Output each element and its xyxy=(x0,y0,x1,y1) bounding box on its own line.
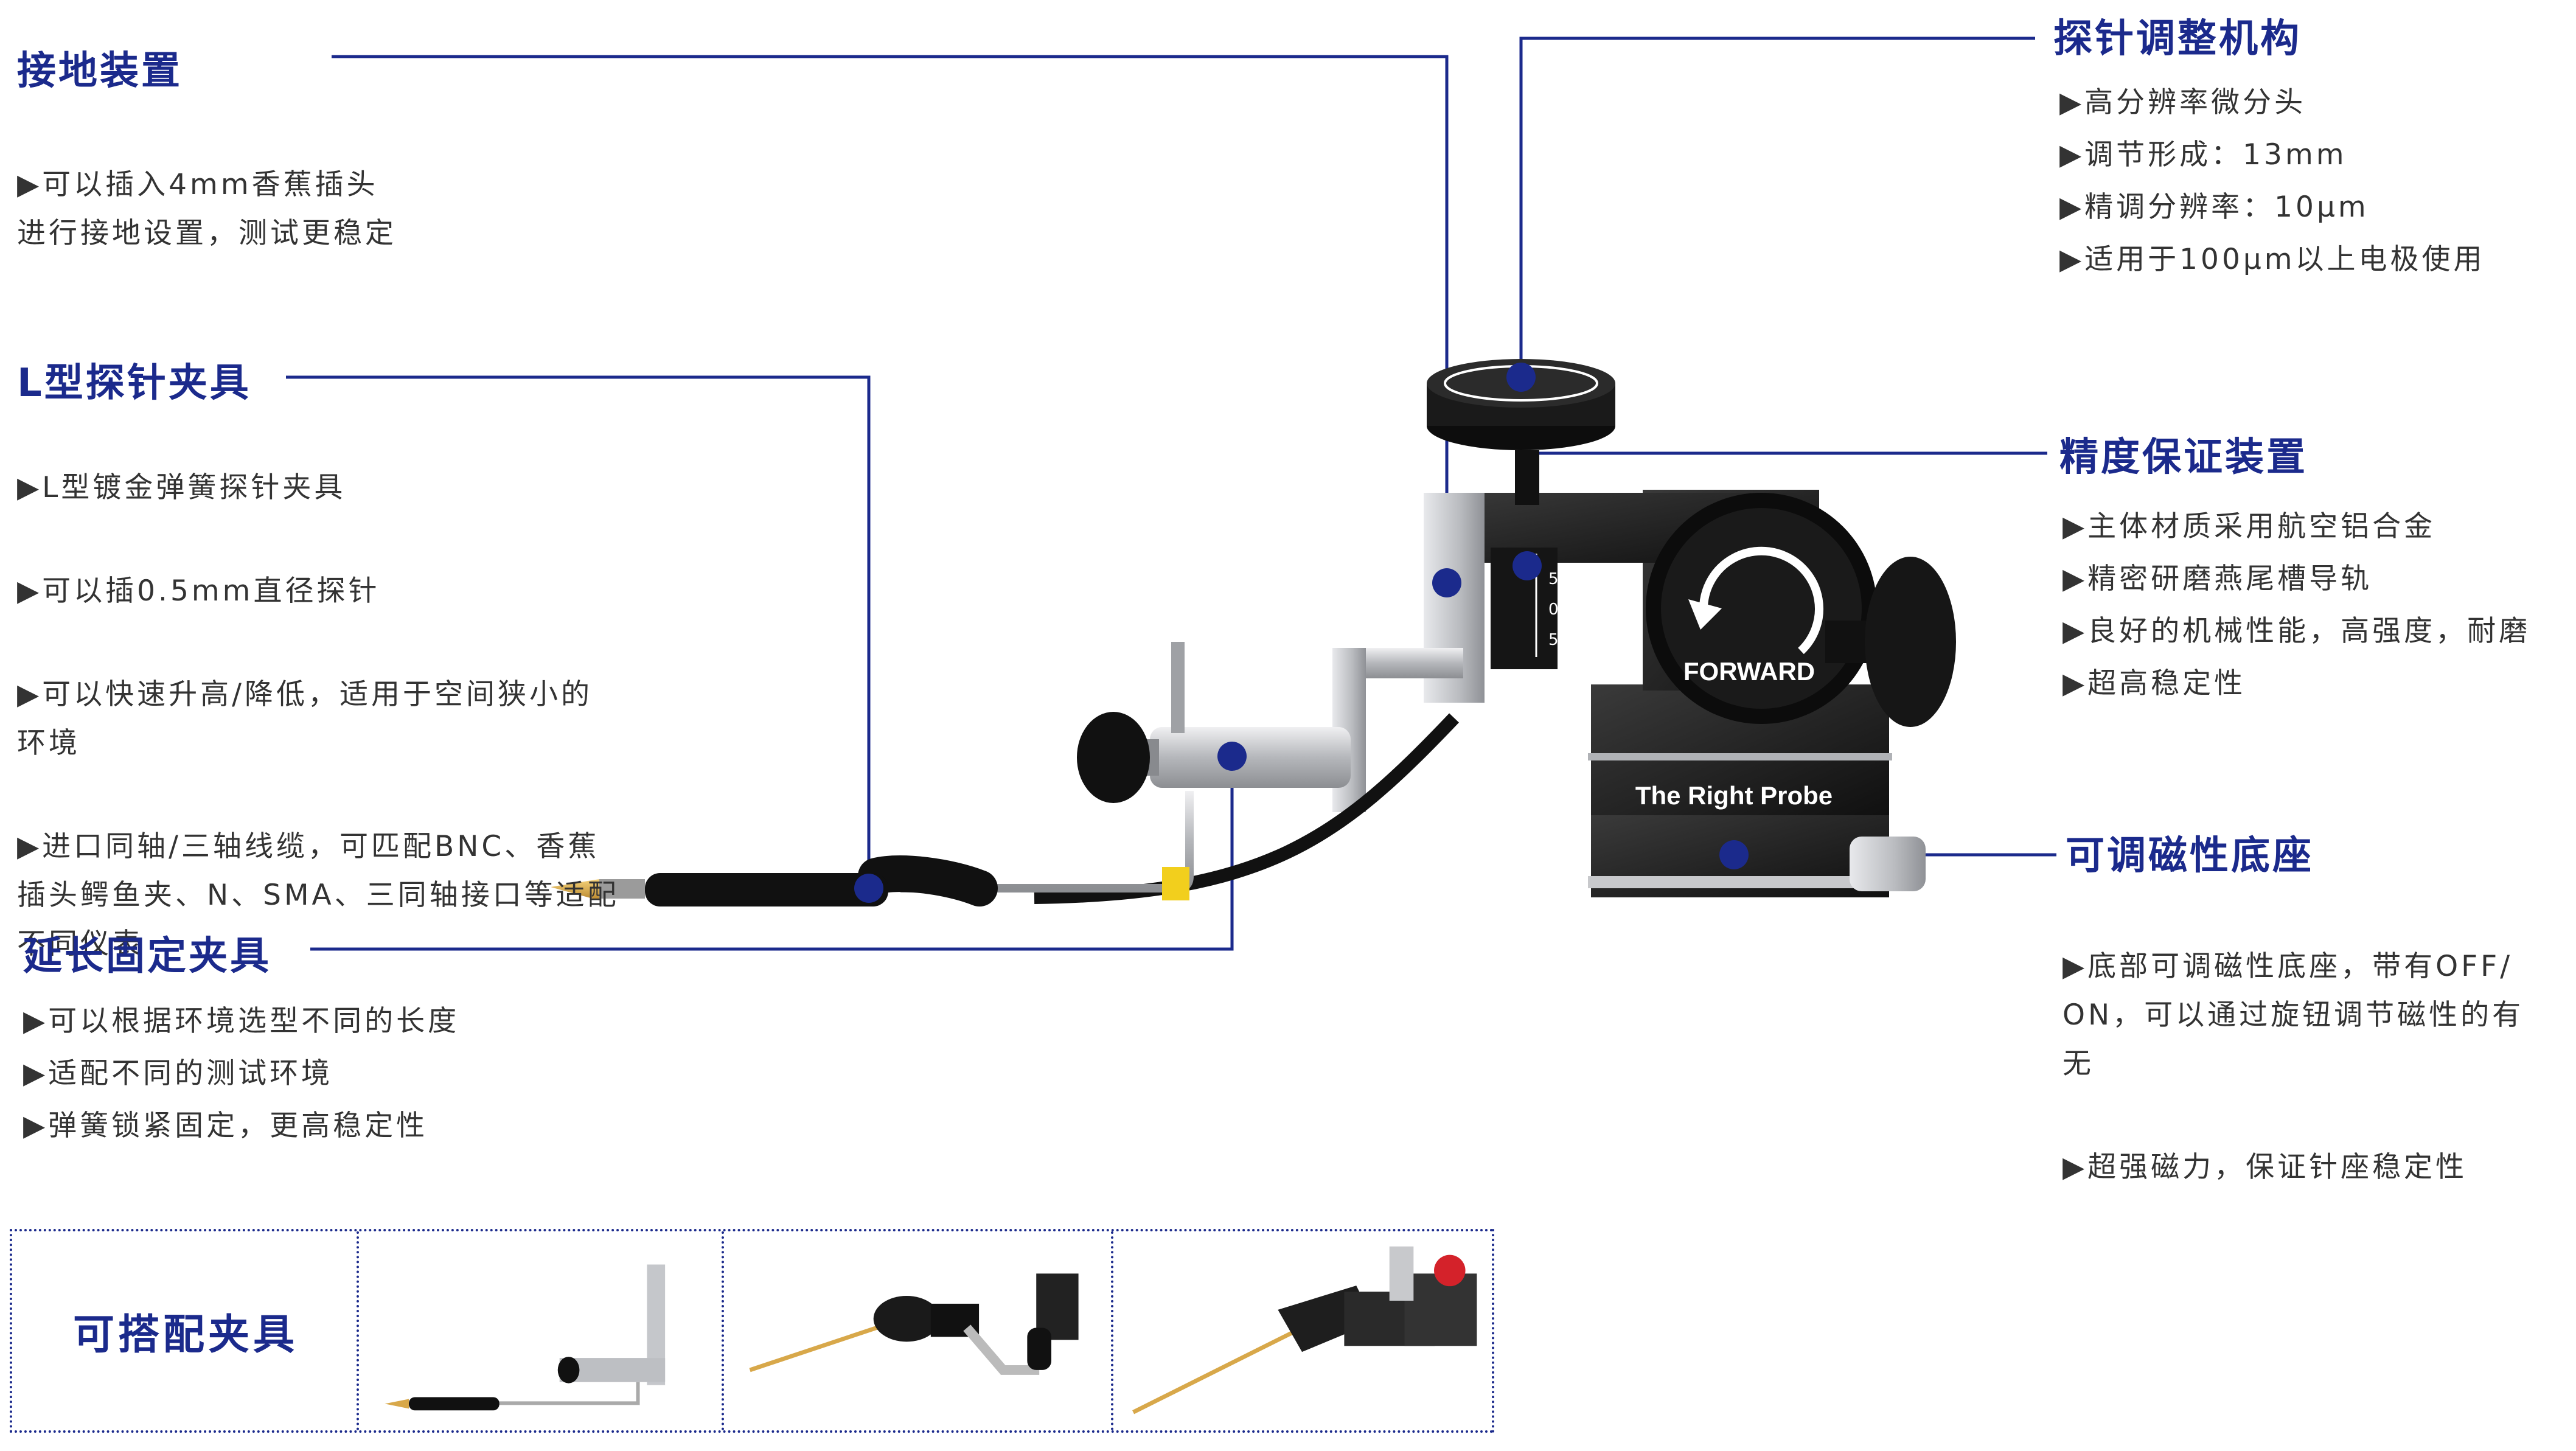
grounding-title: 接地装置 xyxy=(17,49,183,94)
precision-bullet: ▶精密研磨燕尾槽导轨 xyxy=(2063,562,2373,596)
accessory-title: 可搭配夹具 xyxy=(72,1311,298,1359)
scale-label-bottom: 5 xyxy=(1548,631,1559,649)
brand-label: The Right Probe xyxy=(1635,781,1833,810)
l-clamp-bullets: ▶L型镀金弹簧探针夹具 ▶可以插0.5mm直径探针 ▶可以快速升高/降低，适用于… xyxy=(17,412,619,1021)
accessory-image-1 xyxy=(385,1264,666,1411)
precision-title: 精度保证装置 xyxy=(2059,435,2308,480)
l-clamp-bullet: ▶L型镀金弹簧探针夹具 xyxy=(17,471,346,504)
adjust-bullet: ▶适用于100μm以上电极使用 xyxy=(2059,243,2485,276)
grounding-bullets: ▶可以插入4mm香蕉插头 进行接地设置，测试更稳定 xyxy=(17,110,397,310)
scale-label-mid: 0 xyxy=(1548,600,1559,619)
precision-bullet: ▶良好的机械性能，高强度，耐磨 xyxy=(2063,614,2531,648)
magnetic-dot xyxy=(1719,840,1749,869)
adjust-dot xyxy=(1506,363,1536,392)
adjust-bullets: ▶高分辨率微分头 ▶调节形成：13mm ▶精调分辨率：10μm ▶适用于100μ… xyxy=(2059,76,2485,288)
accessory-image-2 xyxy=(749,1273,1079,1375)
adjust-bullet: ▶高分辨率微分头 xyxy=(2059,86,2306,119)
precision-bullet: ▶超高稳定性 xyxy=(2063,667,2246,700)
precision-dot xyxy=(1513,551,1542,580)
magnetic-base: The Right Probe xyxy=(1588,684,1926,897)
magnetic-bullet: ▶底部可调磁性底座，带有OFF/ ON，可以通过旋钮调节磁性的有 无 xyxy=(2063,950,2524,1080)
magnetic-bullets: ▶底部可调磁性底座，带有OFF/ ON，可以通过旋钮调节磁性的有 无 ▶超强磁力… xyxy=(2063,891,2567,1244)
adjust-bullet: ▶调节形成：13mm xyxy=(2059,138,2347,172)
l-clamp-bullet: ▶进口同轴/三轴线缆，可匹配BNC、香蕉 插头鳄鱼夹、N、SMA、三同轴接口等适… xyxy=(17,830,619,961)
accessory-cell-2 xyxy=(724,1231,1113,1430)
extension-dot xyxy=(1217,742,1247,771)
accessory-cell-3 xyxy=(1113,1231,1494,1430)
accessory-title-cell: 可搭配夹具 xyxy=(12,1231,359,1430)
magnetic-bullet: ▶超强磁力，保证针座稳定性 xyxy=(2063,1150,2468,1184)
extension-bullet: ▶适配不同的测试环境 xyxy=(23,1057,333,1090)
l-clamp-bullet: ▶可以快速升高/降低，适用于空间狭小的 环境 xyxy=(17,678,593,760)
main-body: FORWARD 5 0 5 xyxy=(1424,450,1877,724)
extension-bullet: ▶弹簧锁紧固定，更高稳定性 xyxy=(23,1109,428,1143)
adjust-bullet: ▶精调分辨率：10μm xyxy=(2059,190,2369,224)
l-clamp-title: L型探针夹具 xyxy=(17,361,251,406)
l-probe-assembly xyxy=(551,713,1459,906)
scale-label-top: 5 xyxy=(1548,570,1559,588)
precision-bullets: ▶主体材质采用航空铝合金 ▶精密研磨燕尾槽导轨 ▶良好的机械性能，高强度，耐磨 … xyxy=(2063,500,2530,712)
side-knob xyxy=(1825,557,1956,727)
magnetic-title: 可调磁性底座 xyxy=(2066,833,2314,879)
forward-label: FORWARD xyxy=(1683,657,1815,686)
precision-bullet: ▶主体材质采用航空铝合金 xyxy=(2063,510,2436,543)
extension-clamp xyxy=(1077,642,1463,812)
grounding-dot xyxy=(1432,568,1461,597)
accessory-image-3 xyxy=(1132,1246,1477,1414)
adjust-title: 探针调整机构 xyxy=(2053,16,2302,61)
extension-title: 延长固定夹具 xyxy=(23,934,271,979)
extension-bullet: ▶可以根据环境选型不同的长度 xyxy=(23,1004,460,1038)
extension-bullets: ▶可以根据环境选型不同的长度 ▶适配不同的测试环境 ▶弹簧锁紧固定，更高稳定性 xyxy=(23,995,459,1154)
grounding-bullet: ▶可以插入4mm香蕉插头 进行接地设置，测试更稳定 xyxy=(17,168,397,250)
l-clamp-dot xyxy=(854,874,883,903)
l-clamp-bullet: ▶可以插0.5mm直径探针 xyxy=(17,574,380,608)
accessory-strip: 可搭配夹具 xyxy=(10,1229,1494,1433)
accessory-cell-1 xyxy=(359,1231,724,1430)
